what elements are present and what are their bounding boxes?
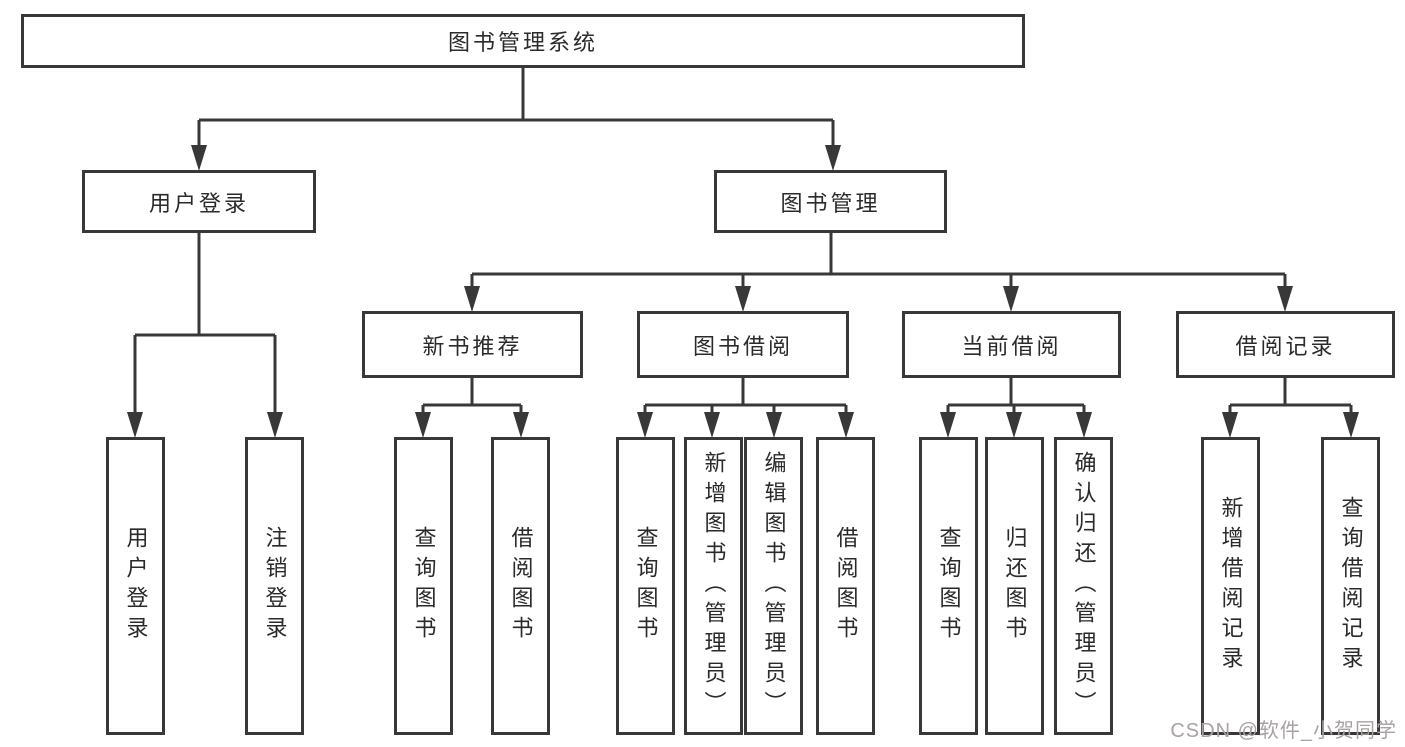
arrowhead-icons (127, 145, 1359, 438)
leaf-edit-book-admin: 编辑图书（管理员） (744, 437, 803, 735)
node-label: 新增图书（管理员） (701, 451, 727, 721)
node-new-book-recommend: 新书推荐 (362, 311, 583, 378)
node-label: 图书管理 (780, 190, 881, 216)
node-label: 编辑图书（管理员） (761, 451, 787, 721)
node-label: 新增借阅记录 (1218, 496, 1244, 676)
node-label: 新书推荐 (422, 333, 523, 359)
leaf-query-books-borrow: 查询图书 (616, 437, 675, 735)
node-current-borrow: 当前借阅 (902, 311, 1121, 378)
node-user-login: 用户登录 (82, 170, 316, 233)
node-label: 查询图书 (411, 526, 437, 646)
node-book-borrow: 图书借阅 (637, 311, 849, 378)
leaf-borrow-books: 借阅图书 (816, 437, 875, 735)
node-library-system: 图书管理系统 (21, 14, 1025, 68)
node-label: 借阅记录 (1235, 333, 1336, 359)
node-label: 当前借阅 (961, 333, 1062, 359)
leaf-borrow-books-recommend: 借阅图书 (491, 437, 550, 735)
node-label: 借阅图书 (508, 526, 534, 646)
leaf-logout: 注销登录 (245, 437, 304, 735)
leaf-add-borrow-record: 新增借阅记录 (1201, 437, 1260, 735)
node-label: 图书借阅 (692, 333, 793, 359)
node-label: 归还图书 (1002, 526, 1028, 646)
node-borrow-records: 借阅记录 (1176, 311, 1395, 378)
node-label: 查询图书 (936, 526, 962, 646)
node-label: 查询图书 (633, 526, 659, 646)
leaf-query-books-recommend: 查询图书 (394, 437, 453, 735)
node-book-management: 图书管理 (714, 170, 947, 233)
node-label: 图书管理系统 (447, 30, 598, 55)
leaf-add-book-admin: 新增图书（管理员） (684, 437, 743, 735)
leaf-return-book: 归还图书 (985, 437, 1044, 735)
node-label: 借阅图书 (833, 526, 859, 646)
watermark-text: CSDN @软件_小贺同学 (1170, 720, 1397, 742)
leaf-query-books-current: 查询图书 (919, 437, 978, 735)
node-label: 用户登录 (148, 190, 249, 216)
leaf-user-login: 用户登录 (106, 437, 165, 735)
node-label: 确认归还（管理员） (1071, 451, 1097, 721)
leaf-query-borrow-record: 查询借阅记录 (1321, 437, 1380, 735)
node-label: 用户登录 (123, 526, 149, 646)
leaf-confirm-return-admin: 确认归还（管理员） (1054, 437, 1113, 735)
node-label: 注销登录 (262, 526, 288, 646)
node-label: 查询借阅记录 (1338, 496, 1364, 676)
